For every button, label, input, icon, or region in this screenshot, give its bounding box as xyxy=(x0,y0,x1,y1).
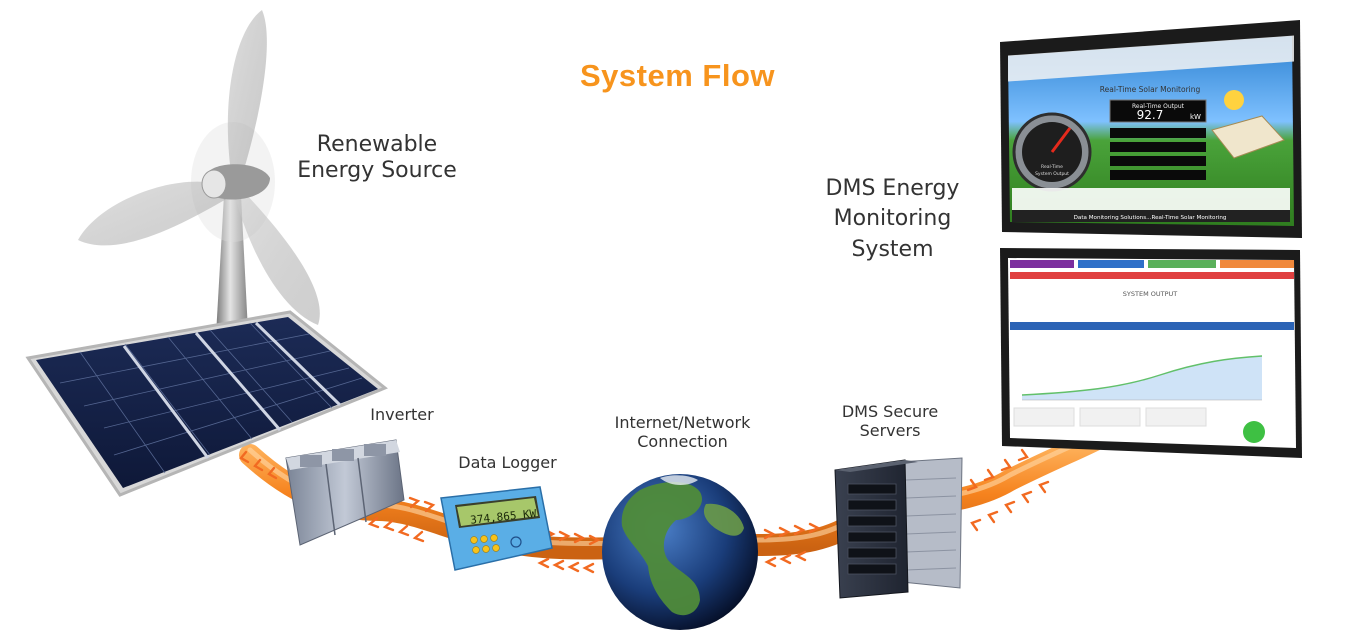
inverter-icon xyxy=(285,439,405,546)
label-dms-energy-monitoring-system: DMS Energy Monitoring System xyxy=(800,174,985,265)
dashboard1-gauge-label-1: Real-Time xyxy=(1041,164,1063,170)
label-dms-line3: System xyxy=(851,236,934,262)
arrows-panel-inverter xyxy=(239,450,278,480)
label-dms-secure-servers: DMS Secure Servers xyxy=(820,402,960,441)
dashboard1-output-unit: kW xyxy=(1190,113,1201,121)
monitor-icon-2: SYSTEM OUTPUT xyxy=(1000,248,1302,458)
label-servers-line1: DMS Secure xyxy=(841,402,939,421)
arrows-inverter-logger xyxy=(367,496,436,543)
diagram-title: System Flow xyxy=(580,58,775,93)
label-dms-line2: Monitoring xyxy=(833,206,952,232)
arrows-globe-servers xyxy=(763,522,821,568)
dashboard1-output-value: 92.7 xyxy=(1137,108,1164,122)
arrows-servers-monitor xyxy=(966,448,1050,532)
label-internet-line1: Internet/Network xyxy=(614,413,751,432)
monitor-icon: Real-Time Solar Monitoring Real-Time Out… xyxy=(1000,20,1302,238)
label-servers-line2: Servers xyxy=(859,420,921,440)
server-rack-icon xyxy=(834,457,963,599)
dashboard1-gauge-label-2: System Output xyxy=(1035,171,1069,177)
label-internet-line2: Connection xyxy=(637,431,728,451)
dashboard2-heading: SYSTEM OUTPUT xyxy=(1123,290,1177,298)
label-renewable-energy-source: Renewable Energy Source xyxy=(282,132,472,184)
label-renewable-line2: Energy Source xyxy=(297,157,457,183)
solar-panel-icon xyxy=(25,310,388,497)
dashboard1-output-title: Real-Time Output xyxy=(1132,103,1185,110)
dashboard1-header: Real-Time Solar Monitoring xyxy=(1100,85,1201,94)
dashboard1-footer: Data Monitoring Solutions...Real-Time So… xyxy=(1074,215,1227,221)
data-logger-icon: 374,865 KW xyxy=(440,486,553,571)
label-renewable-line1: Renewable xyxy=(316,132,438,157)
label-dms-line1: DMS Energy xyxy=(825,176,960,201)
label-data-logger: Data Logger xyxy=(458,453,557,472)
flow-arrows xyxy=(239,448,1050,574)
label-internet-network-connection: Internet/Network Connection xyxy=(600,413,765,452)
label-inverter: Inverter xyxy=(370,405,434,424)
globe-icon xyxy=(602,474,758,630)
